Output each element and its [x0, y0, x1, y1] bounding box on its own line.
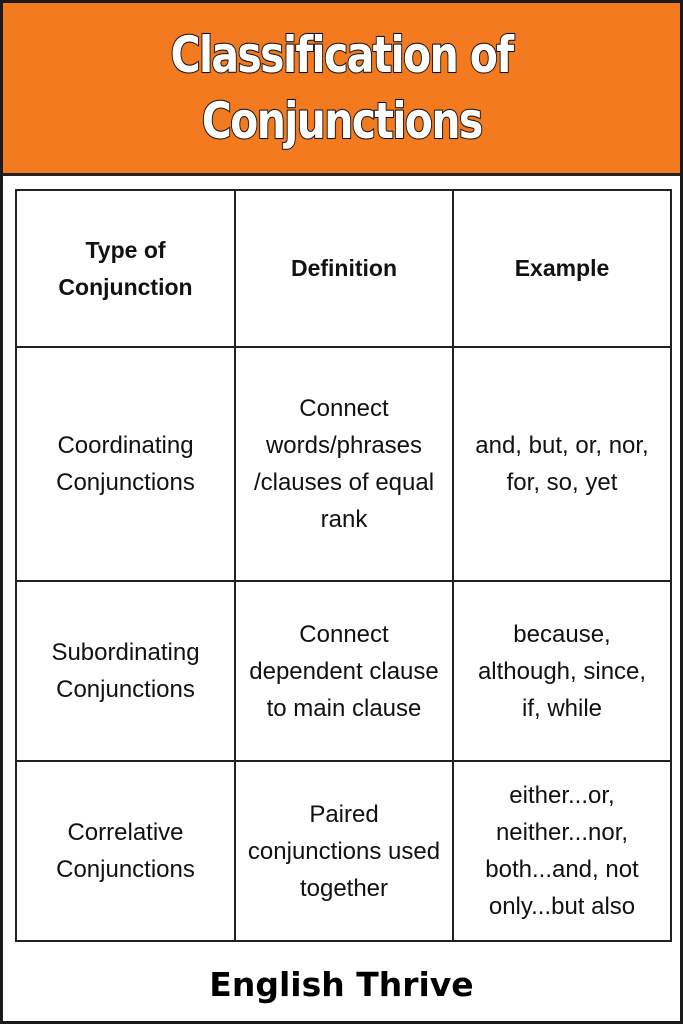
column-header-definition: Definition: [234, 189, 454, 348]
cell-definition: Paired conjunctions used together: [234, 760, 454, 942]
table-header-row: Type of Conjunction Definition Example: [15, 189, 672, 348]
table-row: Correlative Conjunctions Paired conjunct…: [15, 760, 672, 942]
title-line-2: Conjunctions: [201, 91, 484, 151]
cell-definition: Connect dependent clause to main clause: [234, 580, 454, 762]
cell-example: and, but, or, nor, for, so, yet: [452, 346, 672, 582]
table-row: Subordinating Conjunctions Connect depen…: [15, 580, 672, 762]
column-header-example: Example: [452, 189, 672, 348]
cell-type: Correlative Conjunctions: [15, 760, 236, 942]
conjunctions-table: Type of Conjunction Definition Example C…: [15, 189, 672, 942]
cell-example: either...or, neither...nor, both...and, …: [452, 760, 672, 942]
cell-example: because, although, since, if, while: [452, 580, 672, 762]
cell-type: Coordinating Conjunctions: [15, 346, 236, 582]
cell-definition: Connect words/phrases /clauses of equal …: [234, 346, 454, 582]
title-banner: Classification of Conjunctions: [3, 3, 680, 176]
table-row: Coordinating Conjunctions Connect words/…: [15, 346, 672, 582]
brand-footer: English Thrive: [209, 965, 474, 1004]
column-header-type: Type of Conjunction: [15, 189, 236, 348]
title-line-1: Classification of: [170, 25, 515, 85]
cell-type: Subordinating Conjunctions: [15, 580, 236, 762]
